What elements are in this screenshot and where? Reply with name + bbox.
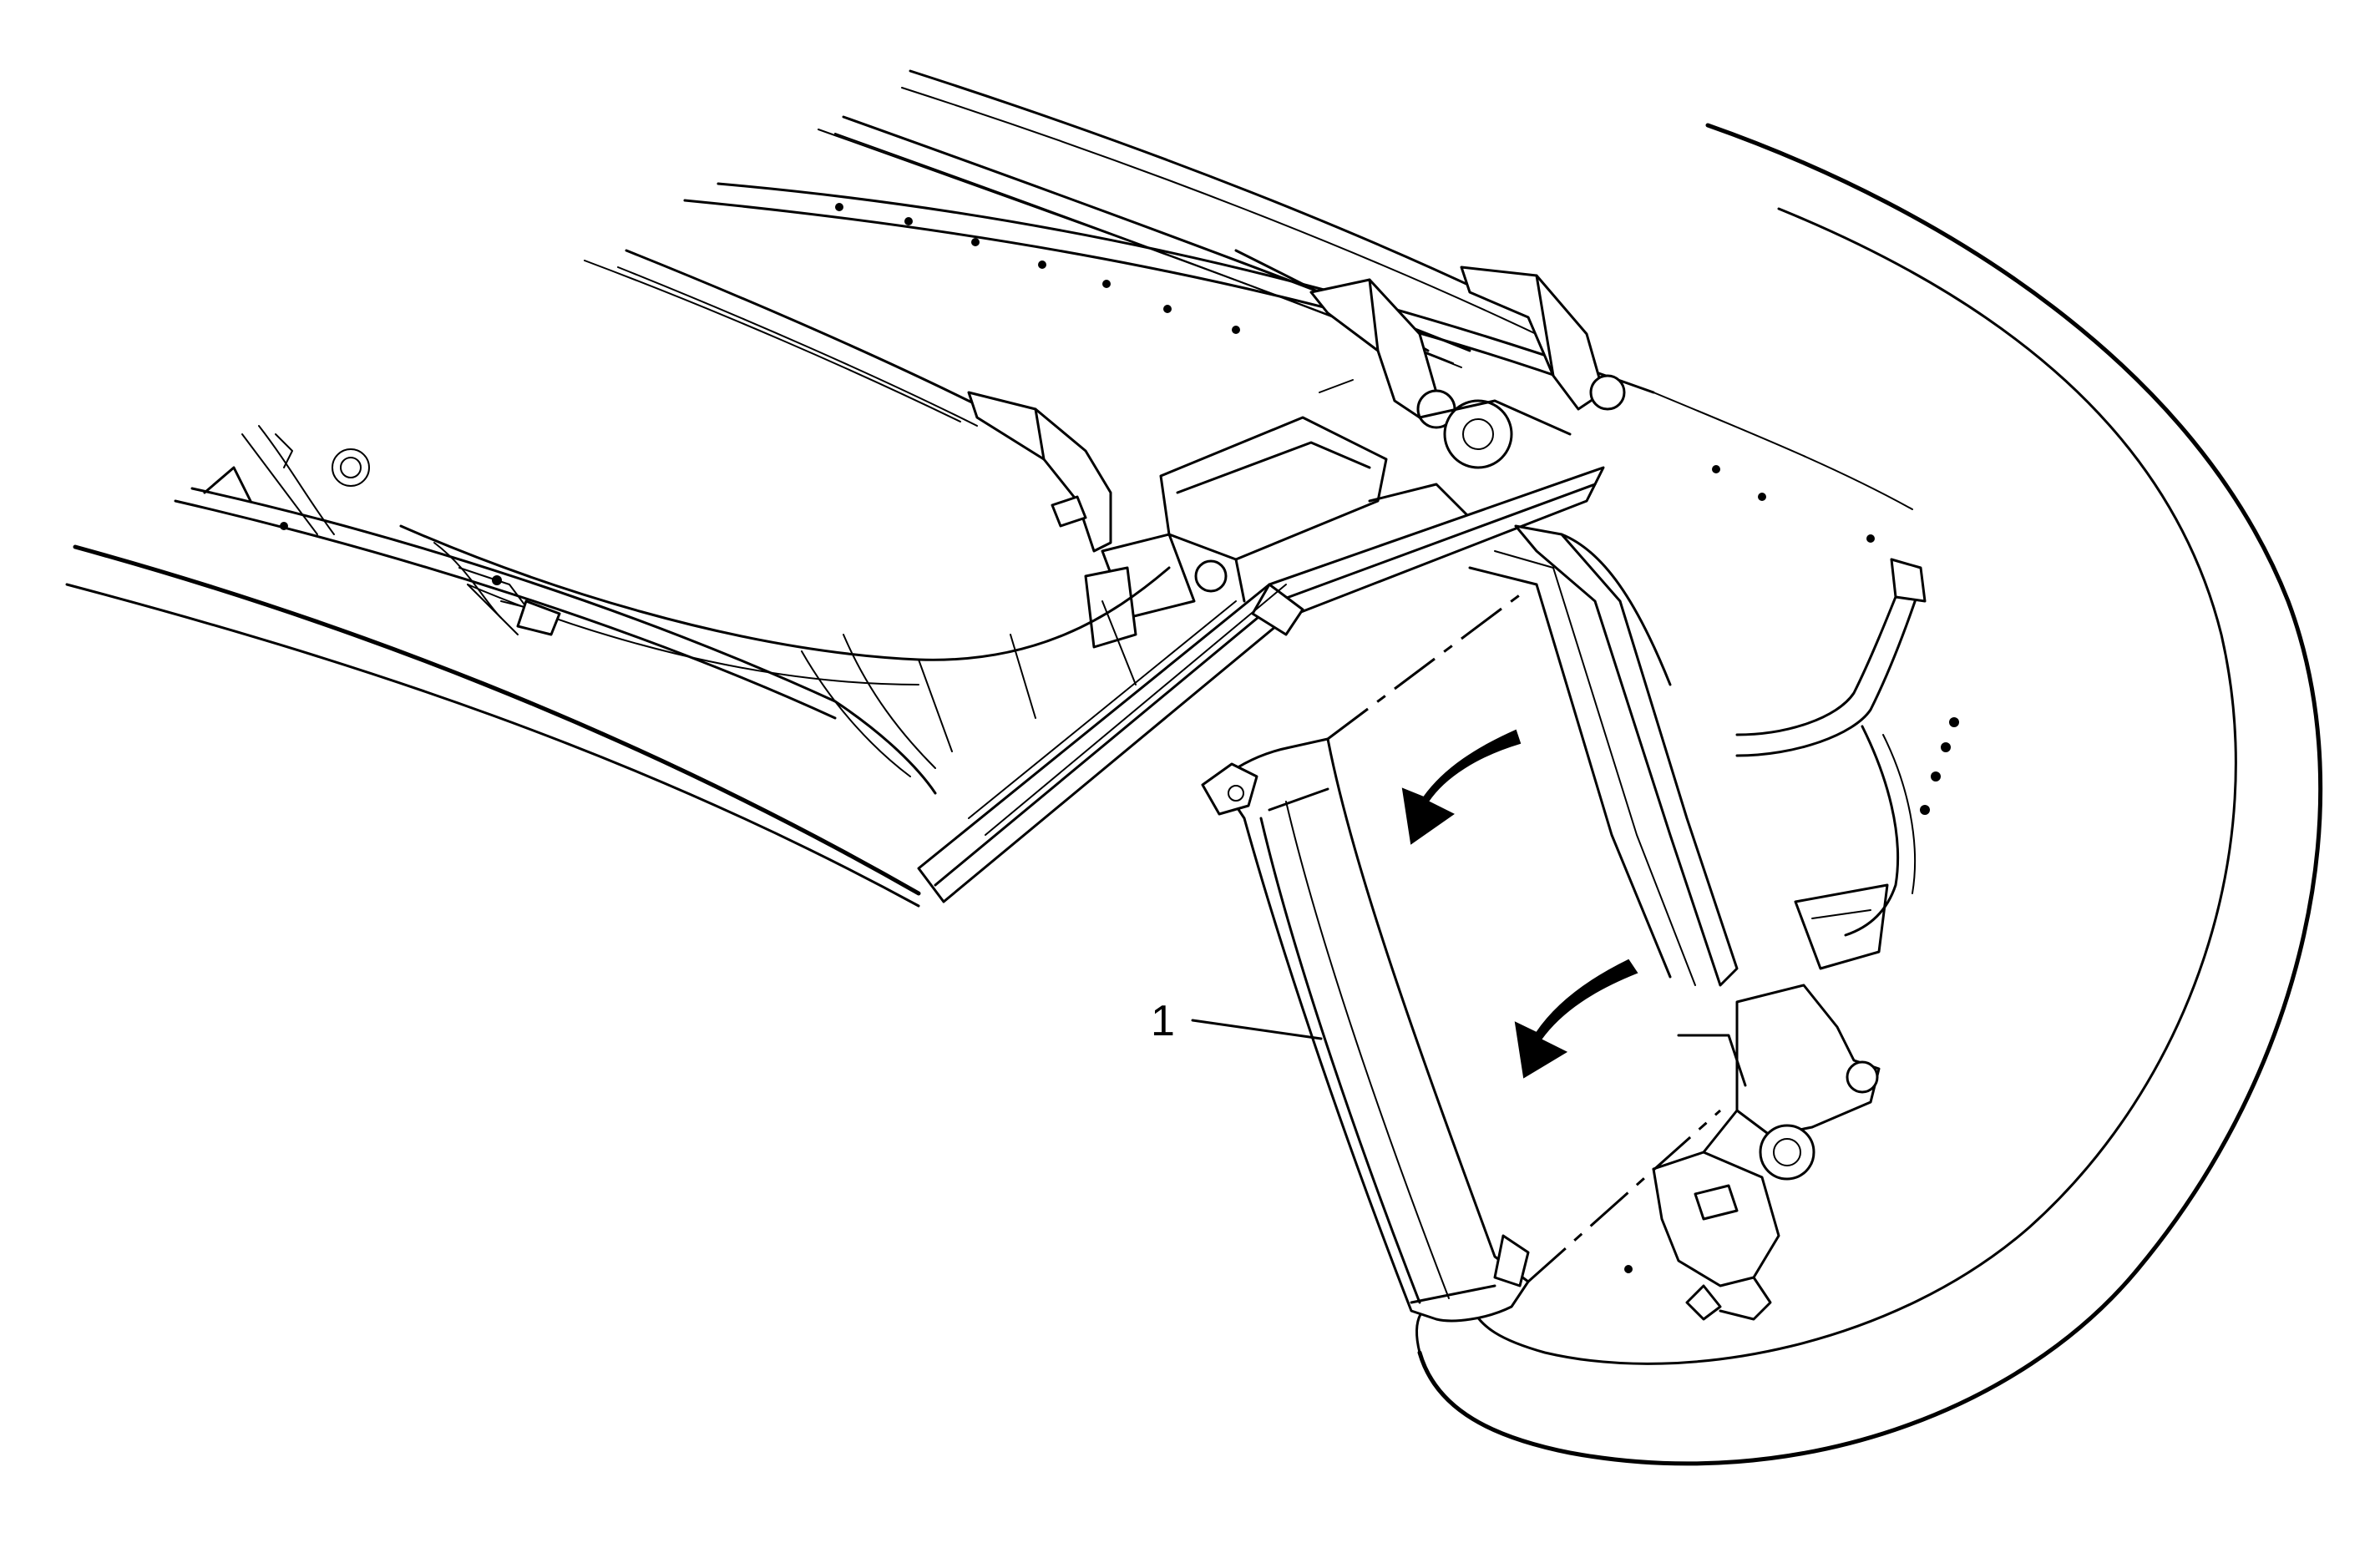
alignment-lines <box>1327 587 1721 1283</box>
removal-arrow-upper-icon <box>1401 729 1522 845</box>
rear-latch-bracket <box>1652 984 1881 1321</box>
roof-rails <box>584 69 1913 510</box>
callout-1: 1 <box>1151 997 1323 1045</box>
callout-1-leader <box>1191 1019 1323 1040</box>
rivets <box>835 203 1959 1273</box>
left-wiring <box>241 425 561 636</box>
removal-arrow-lower-icon <box>1514 959 1638 1079</box>
top-mechanism <box>1084 379 1572 649</box>
front-bow <box>917 466 1605 903</box>
callout-1-label: 1 <box>1151 997 1175 1045</box>
removal-arrows <box>1401 729 1638 1079</box>
rear-quarter-frame <box>1468 524 1739 987</box>
hinge-brackets <box>967 266 1626 607</box>
roof-liner <box>399 524 1171 777</box>
rear-hose-arm <box>1735 558 1927 970</box>
windshield-header <box>65 466 937 908</box>
